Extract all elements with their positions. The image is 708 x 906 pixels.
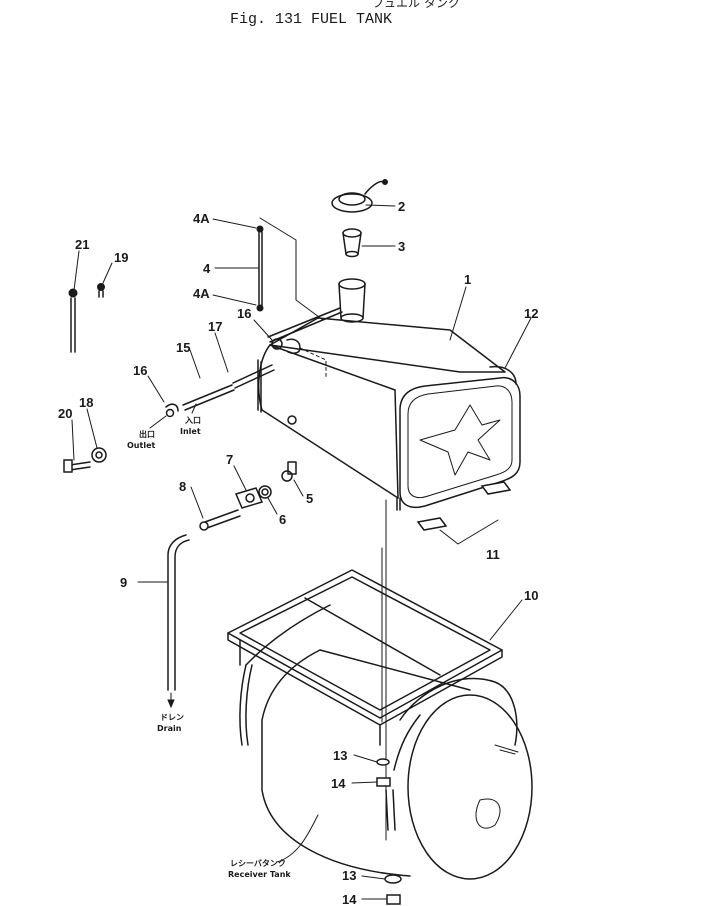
fitting-8 xyxy=(199,509,241,531)
callout-18: 18 xyxy=(79,395,93,410)
drain-label: Drain xyxy=(157,724,182,733)
outlet-label-jp: 出口 xyxy=(139,429,155,439)
outlet-leader xyxy=(149,415,167,429)
callout-10: 10 xyxy=(524,588,538,603)
callout-14-lower: 14 xyxy=(342,892,357,906)
inlet-label: Inlet xyxy=(180,427,201,436)
callout-13-upper: 13 xyxy=(333,748,347,763)
pipe-assembly xyxy=(182,307,343,411)
callout-numbers: 2 3 4A 4 4A 1 12 16 17 15 16 21 19 18 20… xyxy=(58,199,538,906)
callout-21: 21 xyxy=(75,237,89,252)
callout-4: 4 xyxy=(203,261,211,276)
fuel-cap xyxy=(331,179,388,213)
figure-subtitle-jp: フュエル タンク xyxy=(372,0,460,10)
elbow-16-upper xyxy=(271,338,327,379)
outlet-label: Outlet xyxy=(127,441,155,450)
drain-label-jp: ドレン xyxy=(160,713,184,722)
bolt-19 xyxy=(97,283,105,298)
callout-5: 5 xyxy=(306,491,313,506)
callout-13-lower: 13 xyxy=(342,868,356,883)
bolt-20 xyxy=(63,459,91,473)
callout-11: 11 xyxy=(486,547,500,562)
clamp-21 xyxy=(68,288,78,353)
strap-12 xyxy=(489,365,517,385)
callout-12: 12 xyxy=(524,306,538,321)
receiver-tank xyxy=(261,649,533,880)
rubber-pads xyxy=(416,481,512,545)
fuel-tank xyxy=(257,278,521,511)
strainer xyxy=(342,228,362,258)
callout-6: 6 xyxy=(279,512,286,527)
nut-washer-lower xyxy=(384,874,402,905)
callout-3: 3 xyxy=(398,239,405,254)
leader-lines xyxy=(71,204,532,900)
callout-4a-bottom: 4A xyxy=(193,286,210,301)
callout-19: 19 xyxy=(114,250,128,265)
drain-hose xyxy=(167,534,190,709)
inlet-leader xyxy=(191,403,197,414)
callout-14-upper: 14 xyxy=(331,776,346,791)
figure-title: Fig. 131 FUEL TANK xyxy=(230,11,392,28)
mounting-bracket xyxy=(227,569,503,746)
receiver-label: Receiver Tank xyxy=(228,870,291,879)
washer-18 xyxy=(91,447,107,463)
callout-7: 7 xyxy=(226,452,233,467)
elbow-16-outlet xyxy=(165,403,179,418)
callout-1: 1 xyxy=(464,272,471,287)
callout-20: 20 xyxy=(58,406,72,421)
callout-16-upper: 16 xyxy=(237,306,251,321)
callout-17: 17 xyxy=(208,319,222,334)
level-gauge-rod xyxy=(256,217,324,321)
receiver-label-jp: レシーバタンク xyxy=(230,858,286,868)
callout-8: 8 xyxy=(179,479,186,494)
callout-4a-top: 4A xyxy=(193,211,210,226)
callout-15: 15 xyxy=(176,340,190,355)
drain-plug-5 xyxy=(281,415,297,482)
tank-straps xyxy=(239,604,518,831)
inlet-label-jp: 入口 xyxy=(184,416,201,425)
nipple-6 xyxy=(258,485,272,499)
callout-2: 2 xyxy=(398,199,405,214)
valve-7 xyxy=(234,487,264,509)
callout-9: 9 xyxy=(120,575,127,590)
nut-washer-upper xyxy=(376,758,391,787)
callout-16-lower: 16 xyxy=(133,363,147,378)
port-labels: 出口 Outlet 入口 Inlet ドレン Drain レシーバタンク Rec… xyxy=(127,416,291,879)
